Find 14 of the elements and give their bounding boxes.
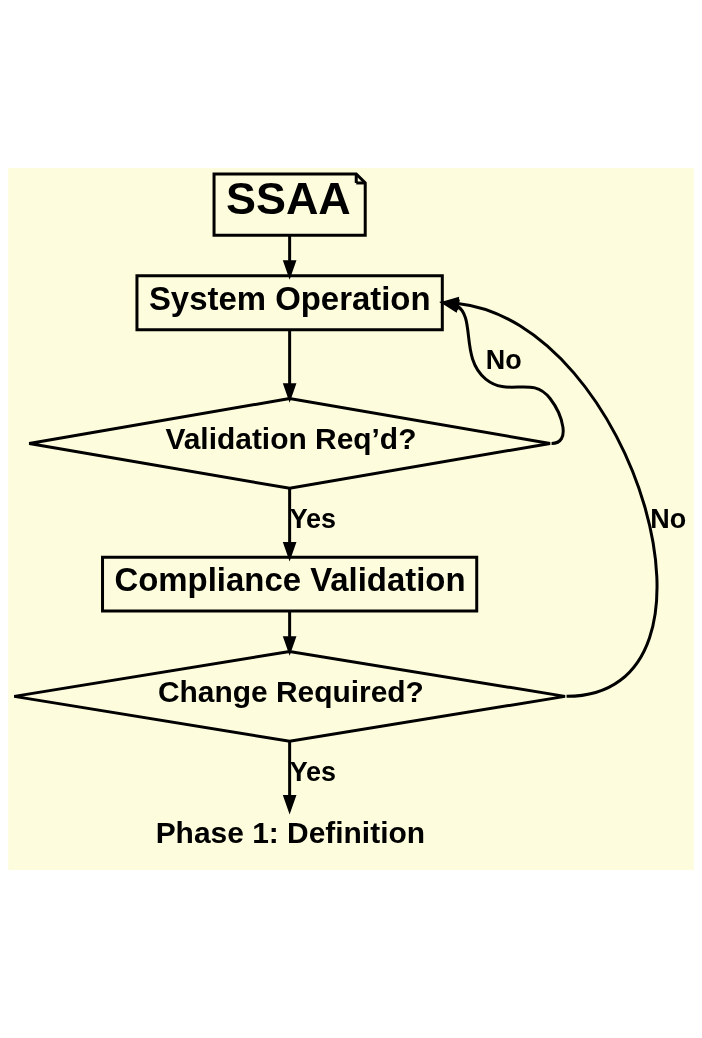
edge-label: No bbox=[485, 345, 522, 376]
node-text: Phase 1: Definition bbox=[155, 816, 426, 850]
node-diamond: Change Required? bbox=[12, 649, 567, 743]
edge-label: Yes bbox=[289, 503, 337, 534]
arrow bbox=[282, 611, 297, 656]
arrow bbox=[282, 330, 297, 403]
node-diamond: Validation Req’d? bbox=[27, 397, 552, 490]
node-box: System Operation bbox=[135, 274, 444, 332]
node-box: Compliance Validation bbox=[101, 555, 479, 613]
arrow bbox=[282, 235, 297, 280]
edge-label: Yes bbox=[289, 756, 337, 787]
edge-label: No bbox=[650, 503, 687, 534]
arrow bbox=[282, 488, 297, 562]
arrow bbox=[282, 741, 297, 815]
